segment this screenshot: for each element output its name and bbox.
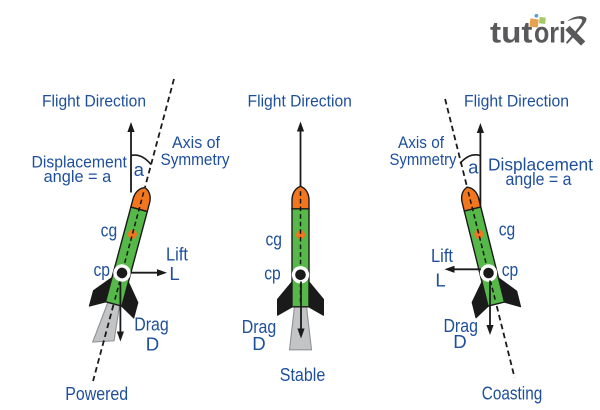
svg-text:Drag: Drag <box>443 315 478 336</box>
svg-text:Symmetry: Symmetry <box>161 151 231 169</box>
svg-text:L: L <box>169 263 179 284</box>
svg-text:cp: cp <box>502 259 519 280</box>
svg-text:Axis of: Axis of <box>172 134 220 152</box>
svg-text:Drag: Drag <box>242 316 277 337</box>
svg-text:a: a <box>468 156 479 177</box>
svg-text:Symmetry: Symmetry <box>390 151 458 169</box>
svg-text:angle = a: angle = a <box>44 168 112 186</box>
svg-text:Displacement: Displacement <box>488 156 593 175</box>
svg-text:ori: ori <box>534 16 566 49</box>
svg-text:cg: cg <box>101 220 118 241</box>
svg-text:Flight Direction: Flight Direction <box>42 92 146 110</box>
svg-text:D: D <box>453 331 466 352</box>
svg-text:L: L <box>435 269 445 290</box>
svg-text:angle = a: angle = a <box>506 170 572 189</box>
svg-text:D: D <box>146 333 159 354</box>
svg-text:Axis of: Axis of <box>398 134 444 152</box>
svg-text:Lift: Lift <box>166 244 189 265</box>
svg-text:Displacement: Displacement <box>32 153 128 171</box>
svg-text:Stable: Stable <box>280 364 326 385</box>
svg-text:a: a <box>134 159 145 180</box>
svg-text:cp: cp <box>93 259 110 280</box>
svg-text:cp: cp <box>264 263 281 284</box>
svg-text:Drag: Drag <box>134 314 169 335</box>
svg-text:Flight Direction: Flight Direction <box>248 92 352 110</box>
svg-text:Coasting: Coasting <box>482 383 543 404</box>
svg-text:tut: tut <box>490 16 533 49</box>
svg-text:Powered: Powered <box>65 383 128 404</box>
svg-text:D: D <box>252 333 265 354</box>
svg-text:cg: cg <box>499 219 516 240</box>
svg-text:Flight Direction: Flight Direction <box>464 92 569 110</box>
svg-text:Lift: Lift <box>431 245 454 266</box>
svg-text:cg: cg <box>265 229 282 250</box>
